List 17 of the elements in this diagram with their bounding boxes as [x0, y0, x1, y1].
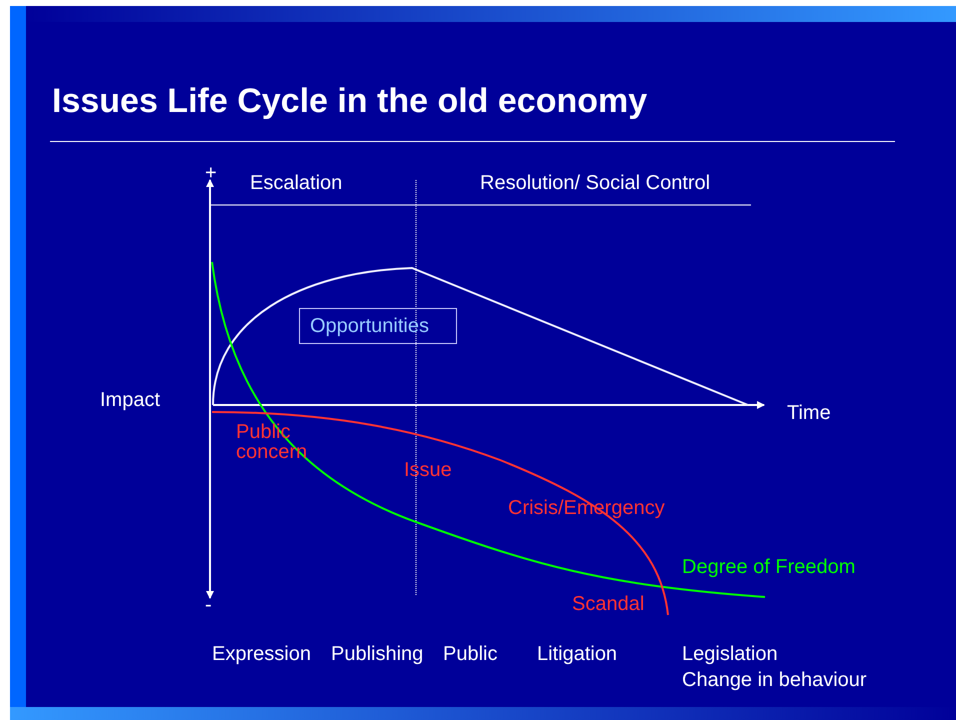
chart-label: Escalation — [250, 173, 342, 193]
chart-label: Legislation — [682, 644, 778, 664]
chart-label: - — [205, 595, 212, 615]
chart-label: Expression — [212, 644, 311, 664]
chart-label: Degree of Freedom — [682, 557, 856, 577]
chart-label: Scandal — [572, 594, 644, 614]
chart-label: Time — [787, 403, 831, 423]
chart-label: Issue — [404, 460, 452, 480]
chart-label: Impact — [100, 390, 160, 410]
chart-label: + — [205, 163, 217, 183]
chart-label: Publishing — [331, 644, 424, 664]
chart-label: Change in behaviour — [682, 670, 867, 690]
chart-label: Litigation — [537, 644, 618, 664]
chart-label: Public — [443, 644, 498, 664]
chart-label: Resolution/ Social Control — [480, 173, 710, 193]
label-box: Opportunities — [299, 308, 457, 344]
slide-title: Issues Life Cycle in the old economy — [52, 82, 648, 121]
